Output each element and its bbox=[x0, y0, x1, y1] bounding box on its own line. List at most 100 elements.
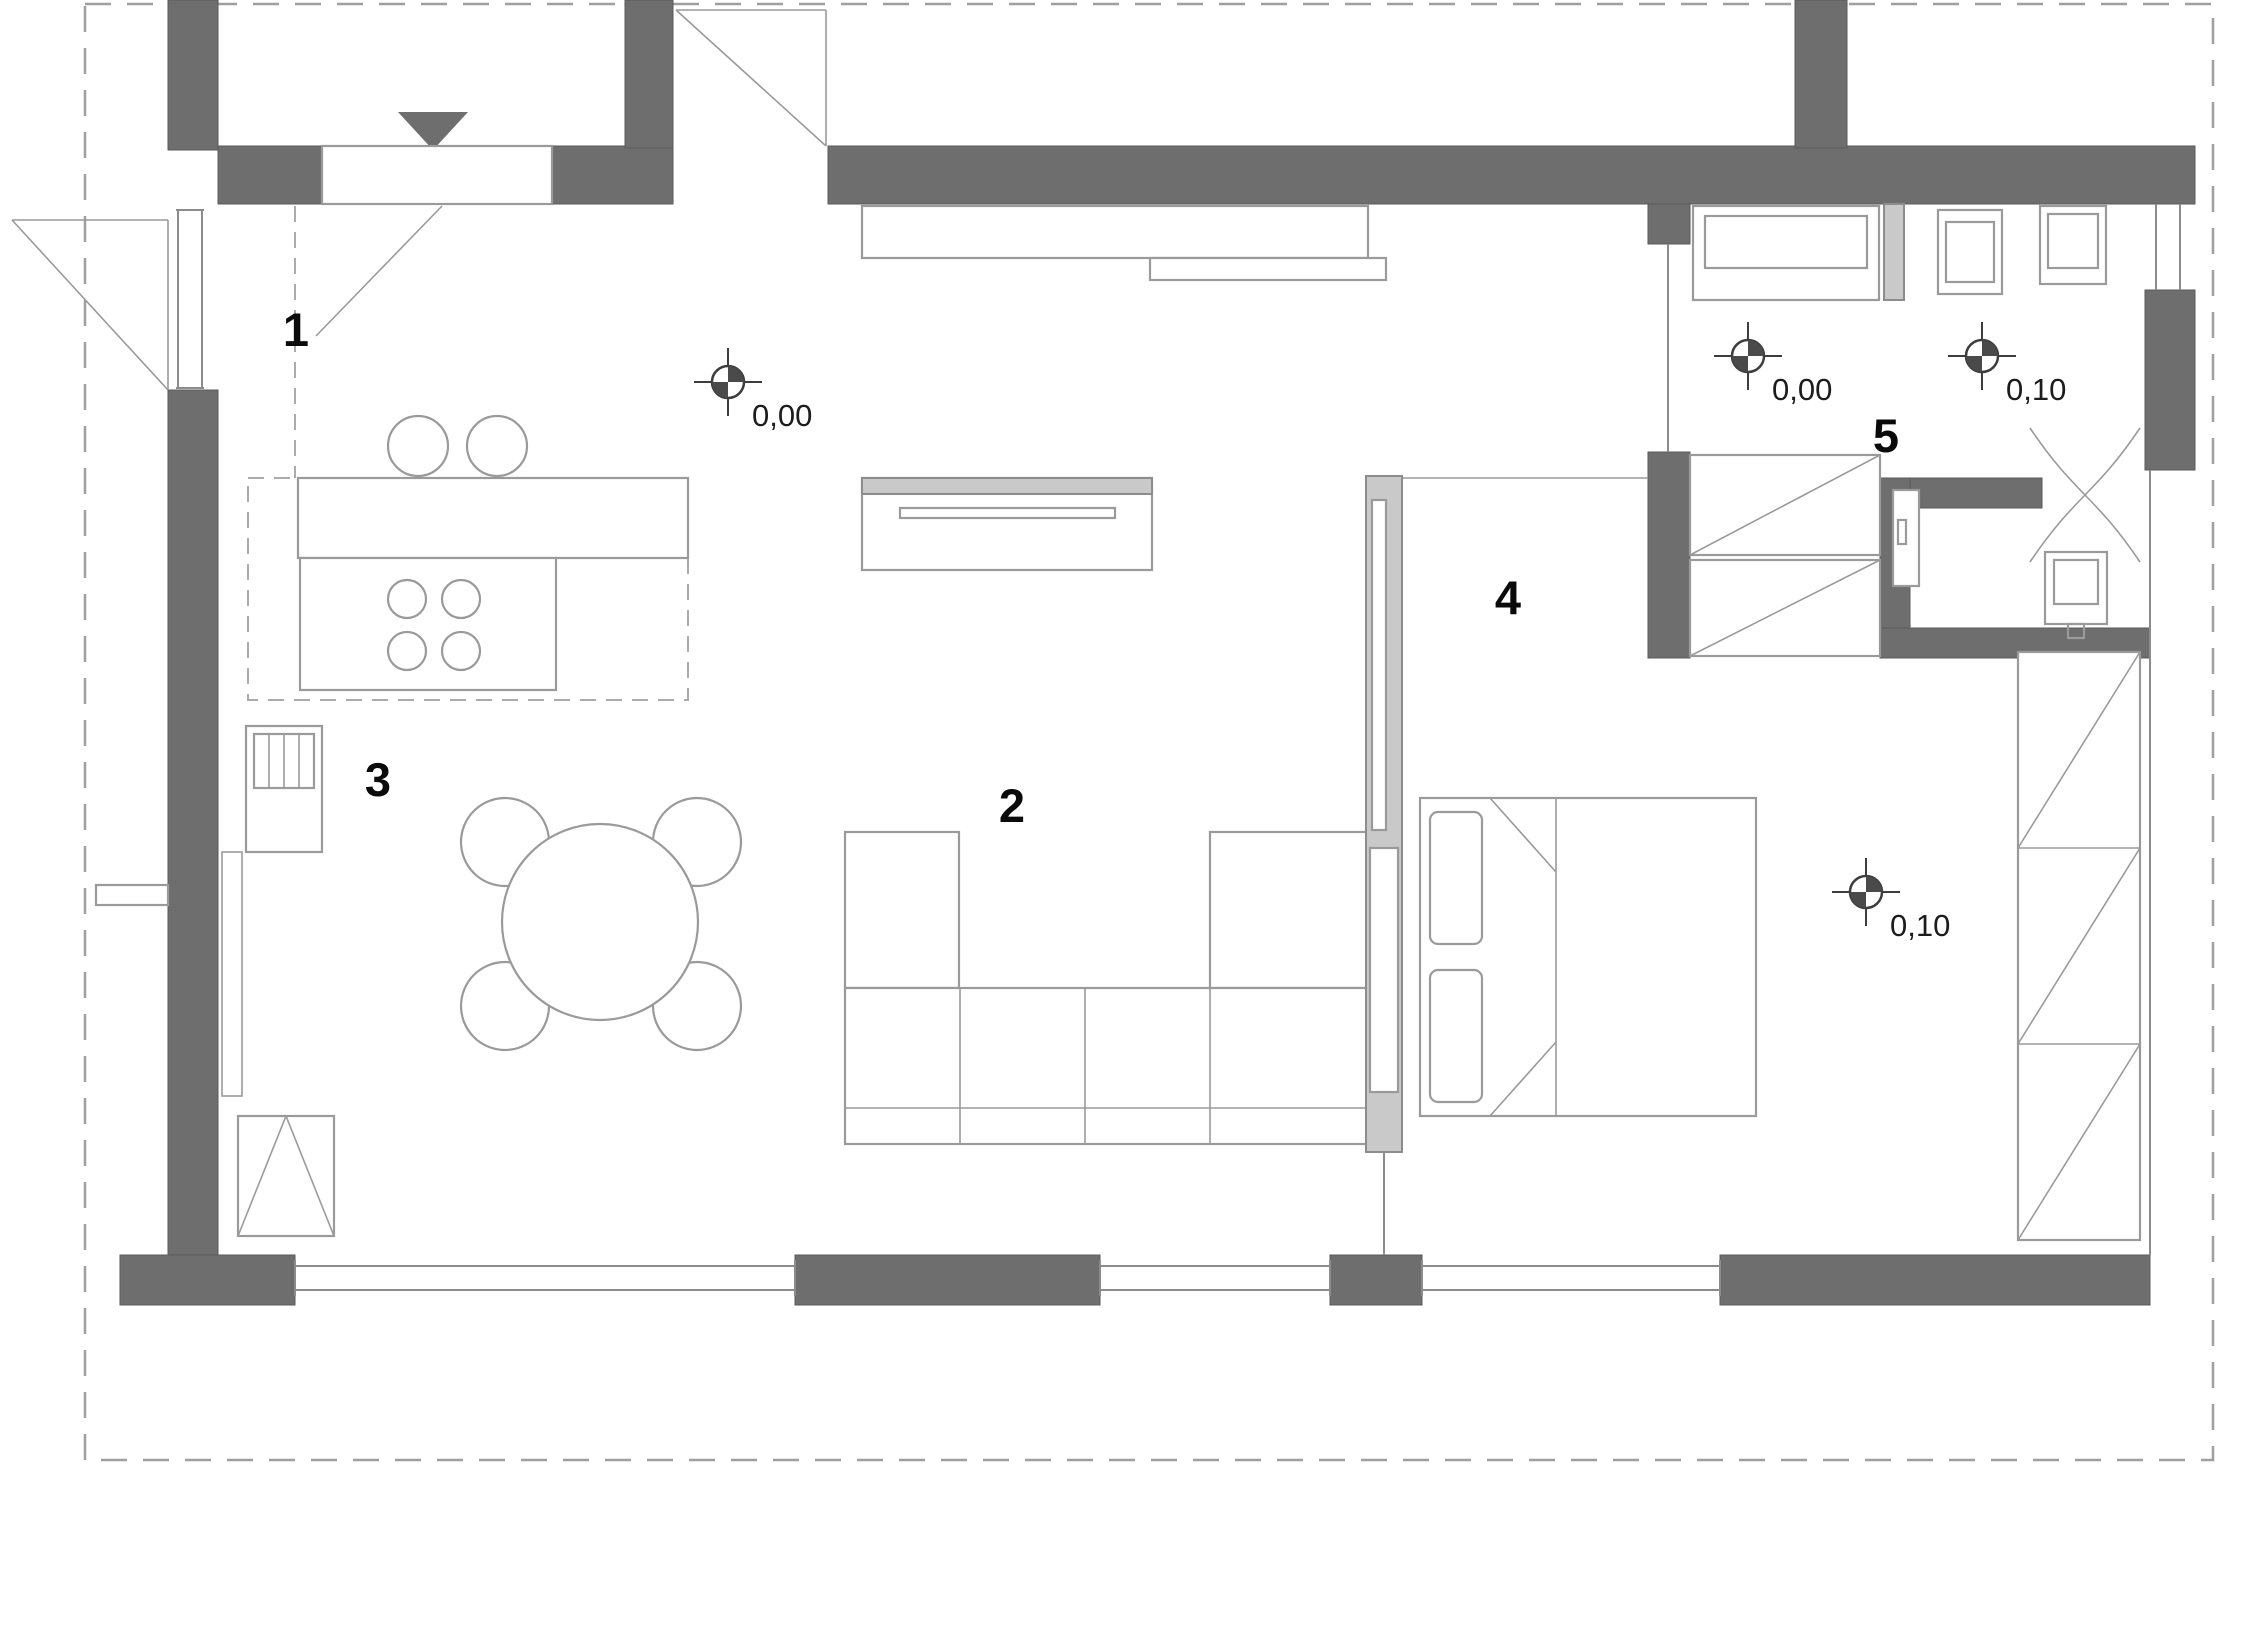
blanket-fold bbox=[1489, 797, 1557, 873]
wardrobe-box bbox=[236, 1114, 336, 1238]
window-bottom-1 bbox=[294, 1260, 796, 1296]
door-leaf bbox=[320, 144, 554, 206]
marker-quadrant bbox=[712, 382, 728, 398]
marker-quadrant bbox=[1866, 876, 1882, 892]
sofa-seats bbox=[843, 986, 1382, 1146]
shower-door-curve bbox=[2029, 427, 2141, 563]
burner-icon bbox=[440, 578, 482, 620]
wall-segment bbox=[217, 145, 323, 205]
top-storage bbox=[860, 204, 1388, 282]
wall-segment bbox=[551, 145, 674, 205]
marker-quadrant bbox=[728, 366, 744, 382]
wardrobe-diagonal bbox=[237, 1115, 287, 1237]
dryer bbox=[2038, 204, 2108, 286]
closet-shelf bbox=[1688, 558, 1882, 658]
wall-segment bbox=[1647, 451, 1691, 659]
bedroom-closet bbox=[1688, 453, 1882, 658]
wall-segment bbox=[1719, 1254, 2151, 1306]
elevation-marker: 0,00 bbox=[694, 348, 812, 433]
marker-quadrant bbox=[1732, 356, 1748, 372]
bar-stool bbox=[465, 414, 529, 478]
bar-stool bbox=[386, 414, 450, 478]
radiator bbox=[221, 851, 243, 1097]
wall-segment bbox=[2144, 289, 2196, 471]
toilet-tank bbox=[2066, 622, 2086, 640]
wardrobe-diagonal bbox=[285, 1115, 335, 1237]
window-bottom-3 bbox=[1421, 1260, 1721, 1296]
washing-machine bbox=[1936, 208, 2004, 296]
closet-shelf bbox=[1688, 453, 1882, 557]
blanket-fold bbox=[1489, 1041, 1557, 1117]
elevation-marker: 0,00 bbox=[1714, 322, 1832, 407]
storage-shelf bbox=[860, 204, 1370, 260]
entry-door bbox=[315, 144, 554, 337]
room-label-2: 2 bbox=[999, 779, 1025, 832]
toilet-bowl bbox=[2052, 558, 2100, 606]
wall-nub bbox=[94, 883, 170, 907]
burner-icon bbox=[386, 630, 428, 672]
burner-icon bbox=[440, 630, 482, 672]
tv-screen-bar bbox=[861, 477, 1153, 495]
dryer-drum bbox=[2046, 212, 2100, 270]
wall-segment bbox=[167, 0, 219, 151]
sink-basin bbox=[1703, 214, 1869, 270]
windows bbox=[176, 204, 2181, 1296]
entrance-arrow-icon bbox=[398, 112, 468, 150]
washing-machine-drum bbox=[1944, 220, 1996, 284]
partition-panel bbox=[1370, 498, 1388, 832]
kitchen-counter bbox=[296, 476, 690, 560]
porch-door-swing bbox=[675, 9, 827, 147]
elevation-markers: 0,00 0,00 0,10 0,10 bbox=[694, 322, 2066, 943]
room-labels: 1 2 3 4 5 bbox=[283, 303, 1899, 832]
door-swing-line bbox=[675, 9, 827, 147]
sofa bbox=[843, 830, 1382, 1146]
wardrobe-diagonal bbox=[2017, 651, 2141, 849]
hall-wardrobe bbox=[236, 1114, 336, 1238]
wall-segment bbox=[167, 389, 219, 1306]
wall-segment bbox=[119, 1254, 296, 1306]
sofa-chaise-right bbox=[1208, 830, 1382, 990]
pillow bbox=[1428, 810, 1484, 946]
burner-icon bbox=[386, 578, 428, 620]
wall-segment bbox=[1794, 0, 1848, 149]
sofa-chaise-left bbox=[843, 830, 961, 990]
wall-segment bbox=[827, 145, 2196, 205]
wall-segment bbox=[624, 0, 674, 149]
closet-diagonal bbox=[1689, 454, 1881, 556]
tv-shelf bbox=[898, 506, 1117, 520]
storage-shelf bbox=[1148, 256, 1388, 282]
site-boundary-dashed bbox=[83, 2, 2215, 1462]
dining-table bbox=[500, 822, 700, 1022]
dining-set bbox=[459, 796, 743, 1052]
bathroom bbox=[1691, 203, 2141, 640]
sliding-partition bbox=[1365, 475, 1403, 1153]
bedroom-wardrobe bbox=[2016, 650, 2142, 1242]
walls bbox=[119, 0, 2196, 1306]
room-label-1: 1 bbox=[283, 303, 309, 356]
vanity-counter bbox=[1691, 204, 1881, 302]
wc-door-handle bbox=[1896, 518, 1908, 546]
stove-counter bbox=[298, 556, 558, 692]
window-swing-line bbox=[11, 219, 169, 391]
elevation-marker: 0,10 bbox=[1832, 858, 1950, 943]
room-label-4: 4 bbox=[1495, 571, 1521, 624]
elevation-value: 0,10 bbox=[2006, 372, 2066, 407]
room-label-3: 3 bbox=[365, 753, 391, 806]
sliding-door-panel bbox=[1368, 846, 1400, 1094]
wall-segment bbox=[1647, 203, 1691, 245]
pillow bbox=[1428, 968, 1484, 1104]
marker-quadrant bbox=[1748, 340, 1764, 356]
window-right-upper bbox=[2155, 204, 2181, 290]
elevation-marker: 0,10 bbox=[1948, 322, 2066, 407]
marker-quadrant bbox=[1850, 892, 1866, 908]
tv-unit bbox=[860, 476, 1154, 572]
marker-quadrant bbox=[1966, 356, 1982, 372]
window-bottom-2 bbox=[1099, 1260, 1331, 1296]
left-window-swing bbox=[11, 219, 169, 391]
closet-diagonal bbox=[1689, 559, 1881, 657]
bed-frame bbox=[1418, 796, 1758, 1118]
bathroom-divider bbox=[1883, 203, 1905, 301]
window-left-wall bbox=[176, 209, 204, 389]
